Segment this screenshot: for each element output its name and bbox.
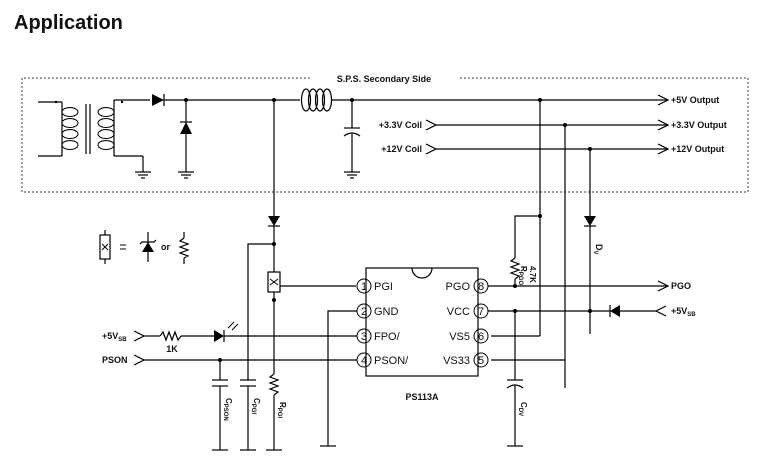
svg-text:7: 7: [478, 306, 484, 318]
svg-text:8: 8: [478, 281, 484, 293]
output-inductor: [300, 88, 668, 112]
pin-1-label: PGI: [374, 281, 393, 293]
transformer: [38, 99, 151, 179]
pin-3-label: FPO/: [374, 331, 401, 343]
pgi-element: [267, 271, 356, 374]
svg-text:4: 4: [361, 355, 367, 367]
svg-text:6: 6: [478, 331, 484, 343]
c-dv-label: CDV: [517, 402, 528, 416]
c-pson-label: CPSON: [222, 398, 233, 421]
r-pgi-label: RPGI: [276, 402, 287, 418]
pson-input: PSON: [102, 354, 357, 366]
output-12v-label: +12V Output: [671, 144, 724, 154]
output-arrow-5v: +5V Output: [657, 94, 719, 106]
c-pgi-label: CPGI: [250, 398, 261, 414]
coil-12v-line: +12V Coil +12V Output: [381, 143, 724, 155]
pin-7-label: VCC: [447, 306, 470, 318]
sps-secondary-box: S.P.S. Secondary Side: [21, 74, 749, 193]
sps-box-title: S.P.S. Secondary Side: [337, 74, 431, 84]
rectifier-diode: [152, 94, 300, 106]
pin-5-label: VS33: [443, 355, 470, 367]
fpo-led-circuit: +5VSB 1K: [102, 321, 357, 354]
pin-6-label: VS5: [449, 331, 470, 343]
pgo-output: PGO: [488, 280, 691, 292]
pgi-sense-diode: [268, 100, 280, 272]
ic-pin-1: 1 PGI: [356, 278, 393, 294]
ic-pin-4: 4 PSON/: [356, 352, 409, 368]
page-title: Application: [14, 12, 123, 34]
r-1k-label: 1K: [166, 344, 178, 354]
ic-pin-3: 3 FPO/: [356, 328, 401, 344]
pin-2-label: GND: [374, 306, 399, 318]
dv-label: DV: [592, 244, 604, 255]
ic-ps113a: PS113A 1 PGI 2 GND 3 FPO/ 4 PSON/ 8 PGO: [356, 267, 489, 402]
svg-text:3: 3: [361, 331, 367, 343]
output-3v3-label: +3.3V Output: [671, 120, 727, 130]
pin-4-label: PSON/: [374, 355, 409, 367]
ic-pin-8: 8 PGO: [446, 278, 489, 294]
pgo-out-label: PGO: [671, 281, 691, 291]
svg-text:1: 1: [361, 281, 367, 293]
in-5vsb-label: +5VSB: [102, 331, 127, 343]
ic-pin-5: 5 VS33: [443, 352, 489, 368]
svg-text:2: 2: [361, 306, 367, 318]
c-pson: CPSON: [212, 360, 233, 451]
ic-pin-2: 2 GND: [356, 303, 399, 319]
freewheel-diode: [178, 98, 194, 179]
gnd-connection: [320, 310, 357, 447]
vcc-supply: +5VSB: [488, 305, 696, 318]
legend-or-text: or: [161, 242, 170, 252]
ic-name: PS113A: [405, 392, 439, 402]
pson-label: PSON: [102, 355, 128, 365]
r-47k-label: 4.7K: [528, 266, 537, 283]
r-pgi: RPGI: [266, 373, 287, 451]
coil-3v3-label: +3.3V Coil: [379, 120, 422, 130]
ic-pin-6: 6 VS5: [449, 328, 489, 344]
r-pgo-pullup: RPGO 4.7K: [509, 214, 542, 286]
coil-3v3-line: +3.3V Coil +3.3V Output: [379, 119, 727, 131]
output-5v-label: +5V Output: [671, 95, 719, 105]
r-pgo-label: RPGO: [517, 266, 528, 285]
pin-8-label: PGO: [446, 281, 471, 293]
c-dv: CDV: [506, 311, 528, 447]
c-pgi: CPGI: [240, 243, 274, 451]
svg-text:5: 5: [478, 355, 484, 367]
output-capacitor: [343, 98, 361, 179]
coil-12v-label: +12V Coil: [381, 144, 422, 154]
dv-diode: DV: [584, 149, 604, 334]
ic-pin-7: 7 VCC: [447, 303, 489, 319]
vcc-5vsb-label: +5VSB: [671, 306, 696, 318]
legend: or: [99, 230, 190, 264]
